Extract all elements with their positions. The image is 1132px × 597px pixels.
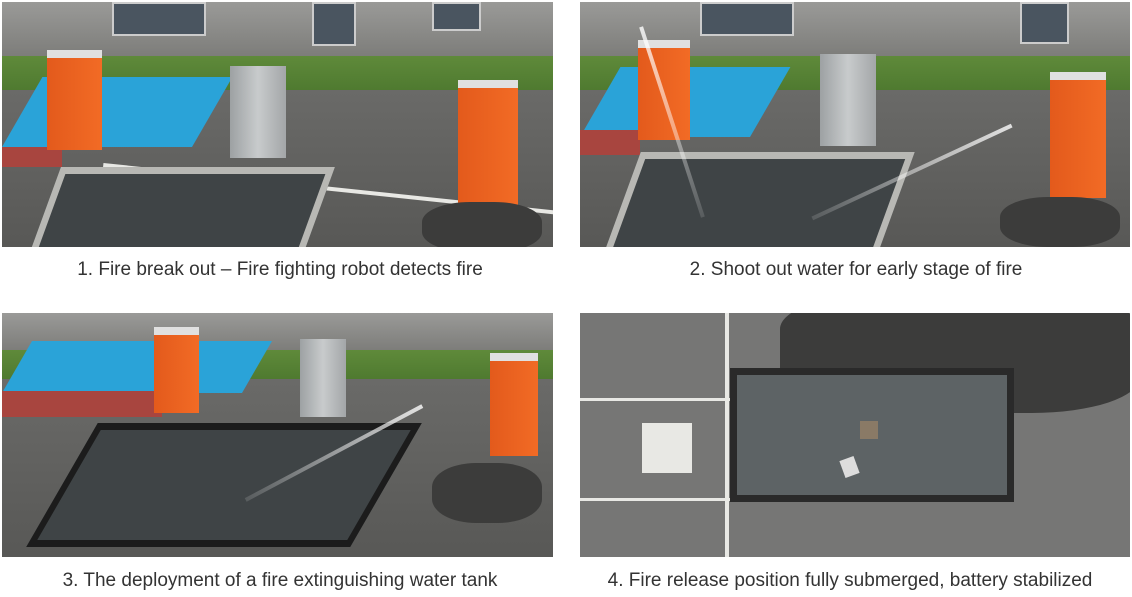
accessible-parking [2, 77, 233, 147]
caption-2: 2. Shoot out water for early stage of fi… [689, 259, 1023, 280]
robot-cabinet [458, 80, 518, 206]
water-tank [23, 167, 335, 247]
battery-cabinet [230, 66, 286, 158]
photo-tank-deployment [2, 313, 553, 557]
water-tank [730, 368, 1014, 502]
robot-cabinet [47, 50, 102, 150]
photo-shoot-water [580, 2, 1130, 247]
caption-1: 1. Fire break out – Fire fighting robot … [77, 259, 483, 280]
building [2, 2, 553, 56]
photo-top-view-submerged [580, 313, 1130, 557]
caption-4: 4. Fire release position fully submerged… [607, 570, 1093, 591]
photo-fire-breakout [2, 2, 553, 247]
caption-3: 3. The deployment of a fire extinguishin… [62, 570, 498, 591]
